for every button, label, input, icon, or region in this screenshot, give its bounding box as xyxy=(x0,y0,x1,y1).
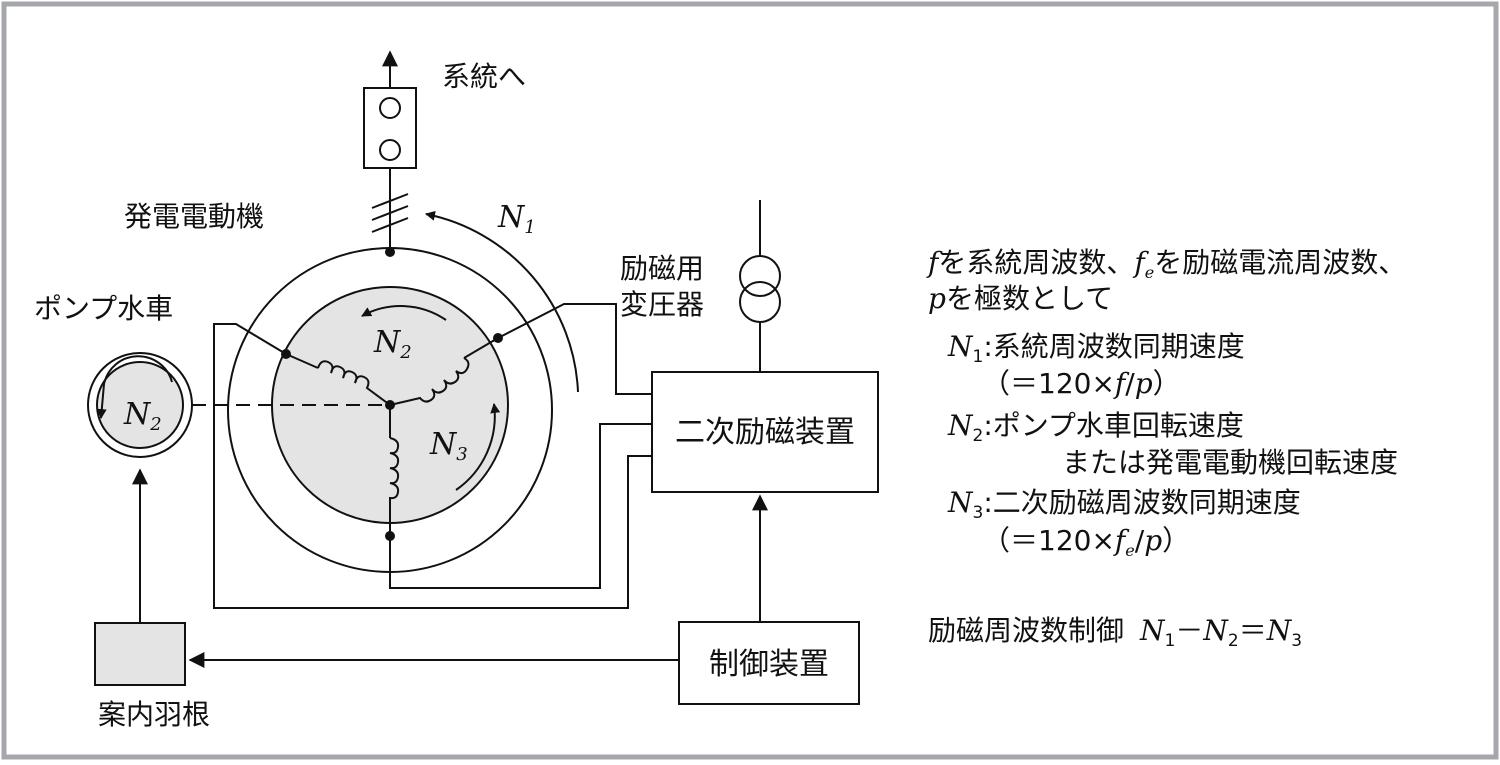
transformer-label-line2: 変圧器 xyxy=(620,288,704,321)
secondary-excitation-label: 二次励磁装置 xyxy=(675,415,855,450)
n2-rotor-label: N2 xyxy=(373,325,412,363)
control-device-label: 制御装置 xyxy=(709,647,829,682)
legend-line2: pを極数として xyxy=(928,282,1113,315)
guide-vane-label: 案内羽根 xyxy=(98,698,210,731)
legend-line1: fを系統周波数、feを励磁電流周波数、 xyxy=(926,246,1406,282)
generator-motor-label: 発電電動機 xyxy=(124,200,264,233)
n3-rotation-arrow xyxy=(455,403,501,491)
transformer-coil-top xyxy=(739,255,781,297)
breaker-contact-bottom xyxy=(379,139,401,161)
rotor-lead-wires xyxy=(213,303,652,609)
n2-rotor-arrow xyxy=(361,305,447,321)
stator-terminal-node xyxy=(385,247,395,257)
legend-n3-formula: （＝120×fe/p） xyxy=(982,524,1190,560)
three-phase-ticks xyxy=(371,193,409,233)
n1-label: N1 xyxy=(497,200,536,238)
secondary-excitation-box xyxy=(651,371,879,493)
guide-vane-box xyxy=(94,622,186,686)
legend-block: fを系統周波数、feを励磁電流周波数、 pを極数として N1:系統周波数同期速度… xyxy=(926,246,1406,651)
pump-turbine-label: ポンプ水車 xyxy=(34,292,173,325)
n1-rotation-arrow xyxy=(425,210,579,393)
n2-pump-label: N2 xyxy=(123,397,162,435)
legend-n3: N3:二次励磁周波数同期速度 xyxy=(947,486,1301,523)
pump-turbine-inner xyxy=(96,361,184,449)
rotor-windings xyxy=(285,337,499,536)
breaker-contact-top xyxy=(379,97,401,119)
pump-rotation-arrow xyxy=(96,355,173,419)
legend-n1-formula: （＝120×f/p） xyxy=(982,367,1181,400)
transformer-label-line1: 励磁用 xyxy=(620,252,704,285)
to-grid-label: 系統へ xyxy=(442,60,526,93)
legend-n1: N1:系統周波数同期速度 xyxy=(947,330,1245,367)
star-center-node xyxy=(385,400,395,410)
control-device-box xyxy=(678,621,860,705)
legend-n2-cont: または発電電動機回転速度 xyxy=(1062,446,1398,479)
n3-label: N3 xyxy=(429,427,468,465)
legend-n2: N2:ポンプ水車回転速度 xyxy=(947,409,1244,446)
